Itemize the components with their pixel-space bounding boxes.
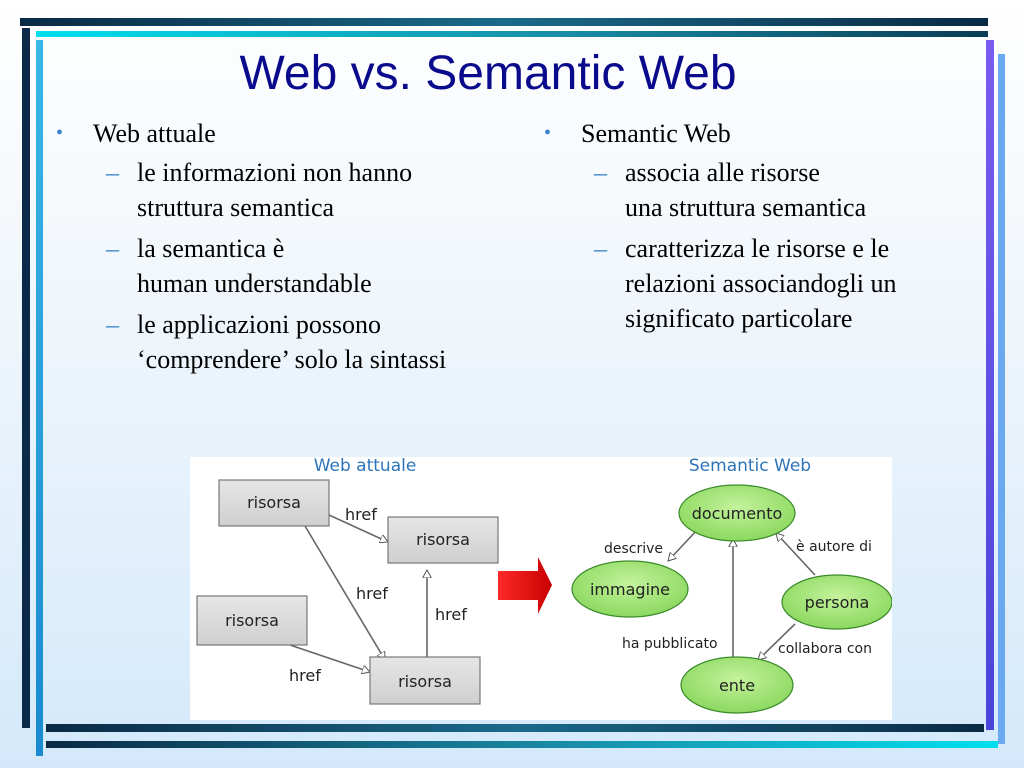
relation-line xyxy=(758,623,796,660)
resource-label: risorsa xyxy=(416,530,470,549)
frame-bottom-bar-cyan xyxy=(46,741,998,748)
sub-item: – associa alle risorse una struttura sem… xyxy=(544,155,984,225)
sub-item-line: la semantica è xyxy=(137,234,285,263)
relation-label: è autore di xyxy=(796,539,872,555)
resource-box: risorsa xyxy=(387,516,499,564)
sub-item-line: le applicazioni possono xyxy=(137,310,382,339)
link-line xyxy=(328,514,388,542)
sub-item-line: ‘comprendere’ solo la sintassi xyxy=(137,345,447,374)
concept-node: persona xyxy=(781,574,892,630)
concept-label: documento xyxy=(692,504,783,523)
transition-arrow-icon xyxy=(498,557,552,614)
bullet-heading: Semantic Web xyxy=(581,119,731,148)
concept-node: documento xyxy=(678,484,796,542)
relation-line xyxy=(668,528,699,561)
relation-label: collabora con xyxy=(778,641,872,657)
frame-top-bar-cyan xyxy=(36,31,988,37)
link-line xyxy=(304,525,386,660)
concept-label: persona xyxy=(805,593,870,612)
concept-label: ente xyxy=(719,676,755,695)
resource-box: risorsa xyxy=(196,595,308,646)
link-line xyxy=(289,644,370,672)
resource-label: risorsa xyxy=(247,493,301,512)
resource-box: risorsa xyxy=(369,656,481,705)
bullet-dot-icon: • xyxy=(544,122,552,144)
left-column: • Web attuale – le informazioni non hann… xyxy=(56,116,526,383)
resource-box: risorsa xyxy=(218,479,330,527)
sub-item-line: le informazioni non hanno xyxy=(137,158,413,187)
bullet-semantic-web: • Semantic Web xyxy=(544,116,984,151)
dash-icon: – xyxy=(106,310,119,339)
relation-label: descrive xyxy=(604,541,663,557)
sub-item: – le applicazioni possono ‘comprendere’ … xyxy=(56,307,526,377)
web-vs-semantic-diagram: Web attuale Semantic Web href href href … xyxy=(190,457,892,720)
concept-label: immagine xyxy=(590,580,670,599)
resource-label: risorsa xyxy=(225,611,279,630)
sub-item: – caratterizza le risorse e le relazioni… xyxy=(544,231,984,336)
sub-item-line: una struttura semantica xyxy=(625,193,867,222)
relation-line xyxy=(776,533,816,576)
dash-icon: – xyxy=(106,158,119,187)
slide-title: Web vs. Semantic Web xyxy=(239,47,737,100)
dash-icon: – xyxy=(594,234,607,263)
bullet-heading: Web attuale xyxy=(93,119,216,148)
sub-item-line: caratterizza le risorse e le xyxy=(625,234,890,263)
sub-item-line: significato particolare xyxy=(625,304,853,333)
frame-top-bar-dark xyxy=(20,18,988,26)
sub-item-line: struttura semantica xyxy=(137,193,335,222)
right-column: • Semantic Web – associa alle risorse un… xyxy=(544,116,984,342)
frame-left-bar-dark xyxy=(22,28,30,728)
concept-node: immagine xyxy=(571,560,689,618)
relation-label: ha pubblicato xyxy=(622,636,718,652)
figure-right-title: Semantic Web xyxy=(689,457,811,476)
bullet-web-attuale: • Web attuale xyxy=(56,116,526,151)
sub-item: – le informazioni non hanno struttura se… xyxy=(56,155,526,225)
frame-right-bar-light xyxy=(998,54,1005,744)
sub-list-left: – le informazioni non hanno struttura se… xyxy=(56,155,526,377)
link-label: href xyxy=(356,584,388,603)
link-label: href xyxy=(289,666,321,685)
link-label: href xyxy=(345,505,377,524)
figure-left-title: Web attuale xyxy=(314,457,417,476)
sub-item-line: relazioni associandogli un xyxy=(625,269,897,298)
sub-item-line: human understandable xyxy=(137,269,372,298)
resource-label: risorsa xyxy=(398,672,452,691)
diagram-svg: Web attuale Semantic Web href href href … xyxy=(196,457,892,714)
frame-left-bar-blue xyxy=(36,40,43,756)
sub-list-right: – associa alle risorse una struttura sem… xyxy=(544,155,984,336)
frame-bottom-bar-dark xyxy=(46,724,984,732)
sub-item: – la semantica è human understandable xyxy=(56,231,526,301)
dash-icon: – xyxy=(106,234,119,263)
sub-item-line: associa alle risorse xyxy=(625,158,820,187)
concept-node: ente xyxy=(680,656,794,714)
frame-right-bar-purple xyxy=(986,40,994,730)
dash-icon: – xyxy=(594,158,607,187)
bullet-dot-icon: • xyxy=(56,122,64,144)
link-label: href xyxy=(435,605,467,624)
